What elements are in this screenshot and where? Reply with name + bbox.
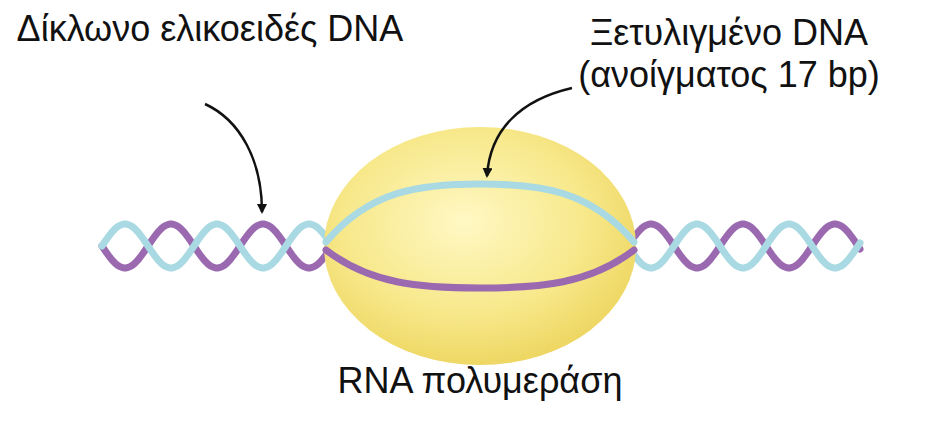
text-label: RNA πολυμεράση [300,360,660,402]
template-strand-open [326,184,634,242]
double-helix-right [628,224,860,268]
rna-polymerase-body [324,127,636,365]
dna-strand [102,224,332,268]
leader-arrow [487,88,572,176]
text-label: Ξετυλιγμένο DNA (ανοίγματος 17 bp) [530,12,928,96]
leader-arrow [205,104,262,212]
coding-strand-open [326,250,634,288]
dna-strand [628,224,860,268]
text-label: Δίκλωνο ελικοειδές DNA [4,8,416,50]
double-helix-left [102,224,332,268]
dna-strand [102,224,332,268]
dna-strand [628,224,860,268]
